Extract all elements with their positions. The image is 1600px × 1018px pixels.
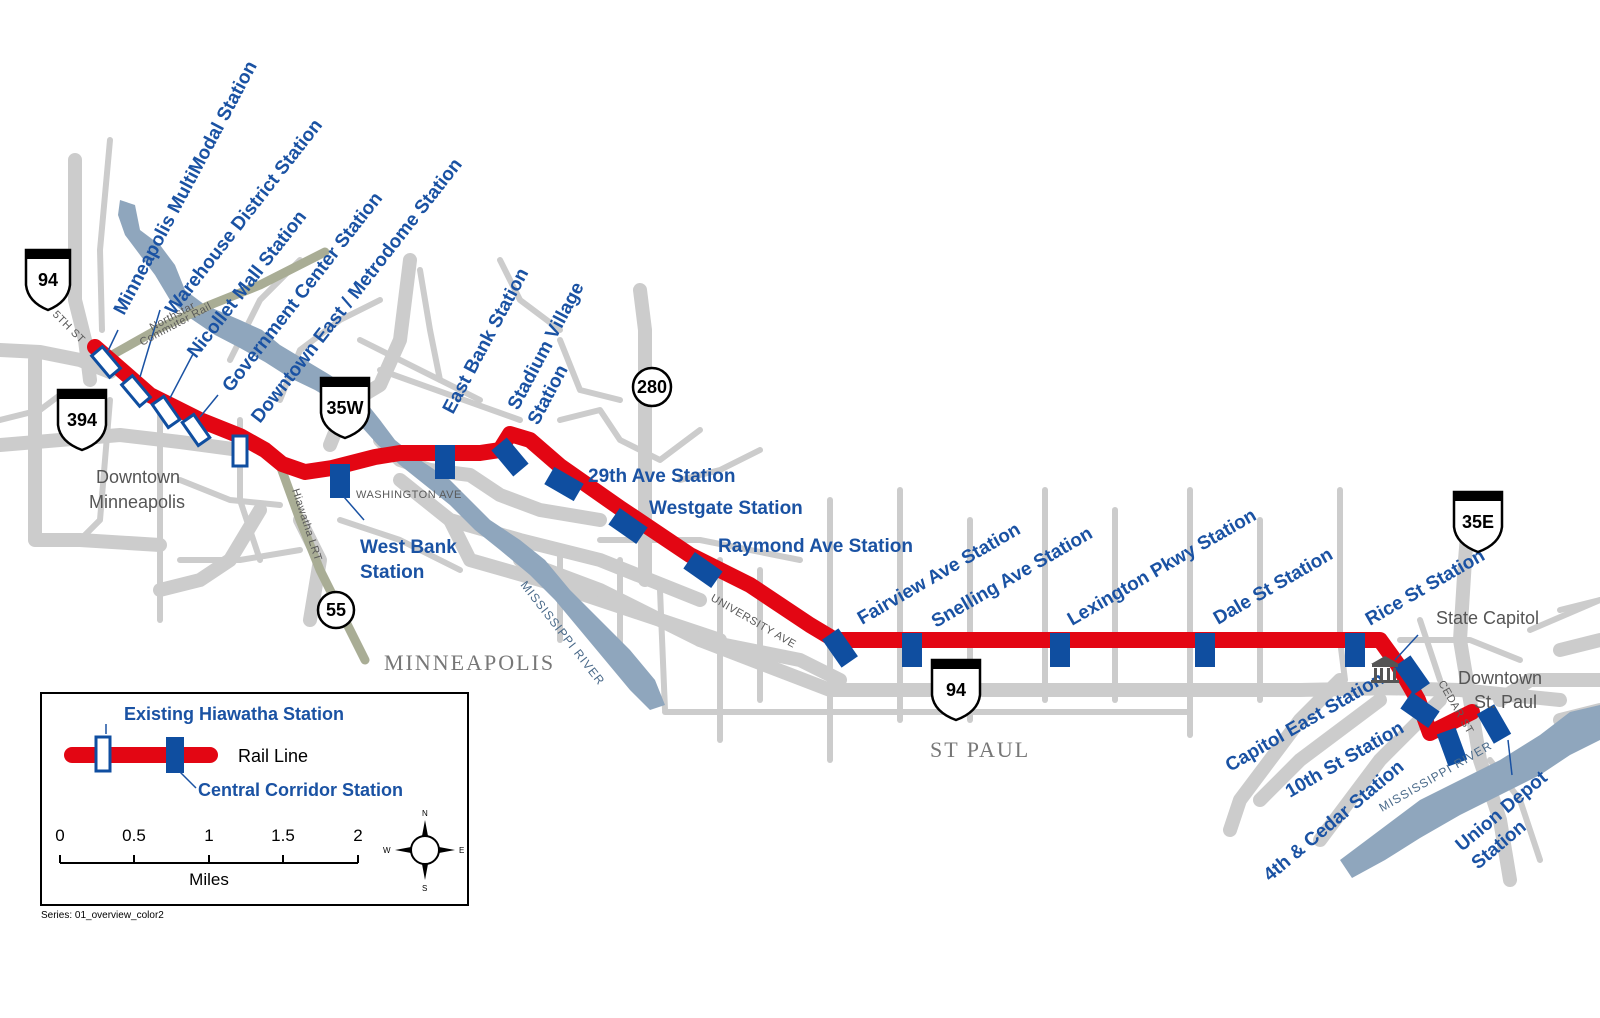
- legend-central-label: Central Corridor Station: [198, 780, 403, 800]
- station-marker-east-bank[interactable]: [435, 445, 455, 479]
- station-marker-stadium-village[interactable]: [491, 437, 529, 477]
- station-marker-government-center[interactable]: [180, 412, 212, 448]
- station-marker-west-bank[interactable]: [330, 464, 350, 498]
- label-downtown-st-paul-line2: St. Paul: [1474, 692, 1537, 712]
- station-marker-snelling-ave[interactable]: [902, 633, 922, 667]
- station-marker-nicollet-mall[interactable]: [150, 394, 182, 430]
- label-downtown-minneapolis-line2: Minneapolis: [89, 492, 185, 512]
- station-marker-29th-ave[interactable]: [544, 466, 584, 502]
- legend: Existing Hiawatha Station Rail Line Cent…: [40, 692, 469, 906]
- label-downtown-st-paul-line1: Downtown: [1458, 668, 1542, 688]
- label-raymond-ave: Raymond Ave Station: [718, 536, 913, 557]
- compass-w: W: [383, 846, 391, 855]
- interstate-94-east-shield: 94: [930, 658, 982, 722]
- station-marker-downtown-east[interactable]: [231, 434, 249, 468]
- highway-55-shield: 55: [316, 590, 356, 630]
- scale-tick-1.5: 1.5: [271, 826, 295, 845]
- compass-s: S: [422, 884, 427, 893]
- interstate-94-west-shield: 94: [24, 248, 72, 312]
- highway-55-number: 55: [326, 600, 346, 620]
- station-marker-10th-st[interactable]: [1400, 692, 1440, 728]
- interstate-35w-number: 35W: [326, 398, 363, 418]
- legend-box: [40, 692, 469, 906]
- legend-rail-line-label: Rail Line: [238, 746, 308, 766]
- label-state-capitol: State Capitol: [1436, 608, 1539, 628]
- station-marker-capitol-east[interactable]: [1394, 655, 1430, 695]
- existing-rail-lines: [107, 247, 370, 665]
- station-marker-raymond-ave[interactable]: [683, 552, 723, 588]
- interstate-35e-number: 35E: [1462, 512, 1494, 532]
- leader-lines: [107, 309, 1513, 776]
- interstate-35e-shield: 35E: [1452, 490, 1504, 554]
- highway-280-shield: 280: [631, 366, 673, 408]
- compass-e: E: [459, 846, 464, 855]
- central-corridor-stations: [330, 437, 1512, 767]
- label-minneapolis: MINNEAPOLIS: [384, 650, 555, 675]
- state-capitol-icon: [1371, 656, 1399, 683]
- label-dale-st: Dale St Station: [1210, 544, 1337, 629]
- existing-stations: [89, 344, 249, 468]
- station-marker-4th-cedar[interactable]: [1436, 727, 1468, 767]
- north-arrow-icon: N S W E: [383, 809, 464, 893]
- highway-280-number: 280: [637, 377, 667, 397]
- interstate-35w-shield: 35W: [319, 376, 371, 440]
- label-downtown-minneapolis-line1: Downtown: [96, 467, 180, 487]
- station-marker-rice-st[interactable]: [1345, 633, 1365, 667]
- scale-tick-0.5: 0.5: [122, 826, 146, 845]
- compass-n: N: [422, 809, 428, 818]
- interstate-394-shield: 394: [56, 388, 108, 452]
- label-29th-ave: 29th Ave Station: [588, 466, 735, 487]
- station-marker-lexington-pkwy[interactable]: [1050, 633, 1070, 667]
- station-marker-fairview-ave[interactable]: [822, 628, 858, 668]
- station-marker-union-depot[interactable]: [1476, 704, 1512, 744]
- scale-tick-1: 1: [204, 826, 213, 845]
- label-westgate: Westgate Station: [649, 498, 803, 519]
- station-marker-warehouse-district[interactable]: [119, 373, 153, 409]
- scale-tick-0: 0: [55, 826, 64, 845]
- station-marker-dale-st[interactable]: [1195, 633, 1215, 667]
- interstate-94-east-number: 94: [946, 680, 966, 700]
- hiawatha-lrt-line: [275, 460, 370, 665]
- place-labels: Downtown Minneapolis MINNEAPOLIS ST PAUL…: [89, 467, 1542, 762]
- northstar-commuter-rail-line: [107, 247, 330, 360]
- scale-bar: 0 0.5 1 1.5 2 Miles: [55, 826, 362, 889]
- station-marker-westgate[interactable]: [608, 508, 648, 544]
- scale-tick-2: 2: [353, 826, 362, 845]
- label-washington-ave: WASHINGTON AVE: [356, 489, 462, 501]
- series-footer: Series: 01_overview_color2: [41, 910, 164, 921]
- legend-existing-station-swatch: [94, 735, 112, 773]
- legend-existing-label: Existing Hiawatha Station: [124, 704, 344, 724]
- station-marker-minneapolis-multimodal[interactable]: [89, 344, 123, 380]
- legend-central-station-swatch: [166, 737, 184, 773]
- label-west-bank-line2: Station: [360, 562, 424, 583]
- interstate-94-west-number: 94: [38, 270, 58, 290]
- interstate-394-number: 394: [67, 410, 97, 430]
- label-west-bank-line1: West Bank: [360, 537, 457, 558]
- scale-unit-label: Miles: [189, 870, 229, 889]
- label-st-paul: ST PAUL: [930, 737, 1030, 762]
